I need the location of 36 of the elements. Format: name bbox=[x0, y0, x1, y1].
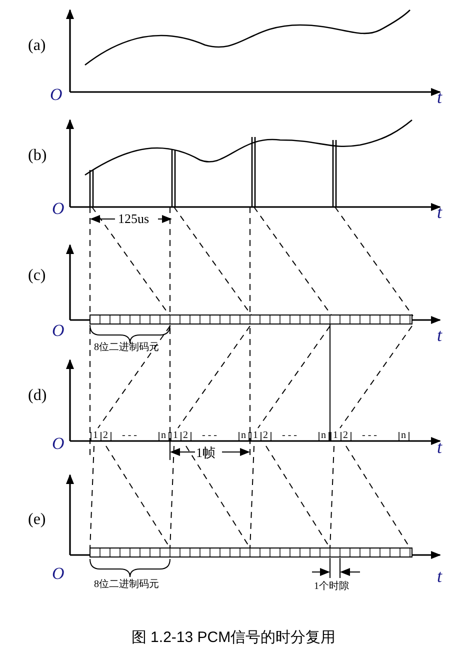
axis-label: t bbox=[437, 567, 442, 585]
panel-label: (a) bbox=[28, 38, 46, 54]
figure-caption: 图 1.2-13 PCM信号的时分复用 bbox=[130, 630, 337, 645]
axis-label: t bbox=[437, 203, 442, 221]
slot-number: n bbox=[401, 431, 406, 441]
origin-label: O bbox=[52, 435, 64, 452]
panel-label: (e) bbox=[28, 512, 46, 528]
panel-label: (d) bbox=[28, 388, 47, 404]
dimension-label: 125us bbox=[118, 212, 150, 225]
ellipsis-label: - - - bbox=[202, 431, 217, 441]
ellipsis-label: - - - bbox=[362, 431, 377, 441]
slot-number: n bbox=[161, 431, 166, 441]
slot-number: 1 bbox=[253, 431, 258, 441]
slot-number: 2 bbox=[183, 431, 188, 441]
axis-label: t bbox=[437, 438, 442, 456]
brace-label: 8位二进制码元 bbox=[94, 580, 159, 590]
ellipsis-label: - - - bbox=[282, 431, 297, 441]
slot-number: 1 bbox=[173, 431, 178, 441]
dimension-label: 1帧 bbox=[196, 446, 216, 459]
slot-number: 1 bbox=[93, 431, 98, 441]
slot-number: n bbox=[321, 431, 326, 441]
slot-number: 2 bbox=[343, 431, 348, 441]
slot-number: n bbox=[241, 431, 246, 441]
axis-label: t bbox=[437, 88, 442, 106]
origin-label: O bbox=[50, 86, 62, 103]
dimension-label: 1个时隙 bbox=[314, 582, 349, 592]
axis-label: t bbox=[437, 326, 442, 344]
origin-label: O bbox=[52, 200, 64, 217]
slot-number: 1 bbox=[333, 431, 338, 441]
slot-number: 2 bbox=[103, 431, 108, 441]
ellipsis-label: - - - bbox=[122, 431, 137, 441]
slot-number: 2 bbox=[263, 431, 268, 441]
panel-label: (b) bbox=[28, 148, 47, 164]
origin-label: O bbox=[52, 322, 64, 339]
panel-label: (c) bbox=[28, 268, 46, 284]
origin-label: O bbox=[52, 565, 64, 582]
